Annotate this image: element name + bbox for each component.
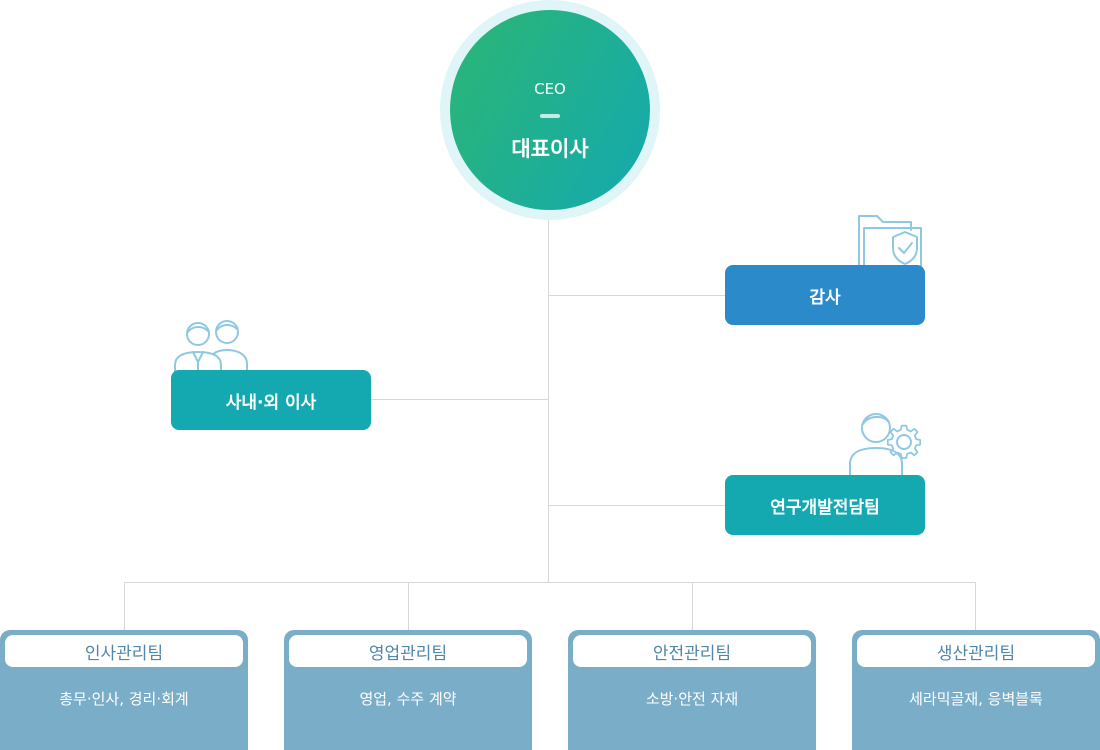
ceo-title-ko: 대표이사: [511, 137, 589, 161]
connector-team-1: [124, 582, 125, 630]
ceo-node: CEO 대표이사: [440, 0, 660, 220]
team-desc: 세라믹골재, 응벽블록: [909, 690, 1043, 708]
connector-team-2: [408, 582, 409, 630]
connector-team-3: [692, 582, 693, 630]
folder-shield-icon: [855, 210, 925, 268]
ceo-divider: [540, 114, 560, 118]
rnd-team-box[interactable]: 연구개발전담팀: [725, 475, 925, 535]
audit-label: 감사: [809, 287, 841, 308]
board-label: 사내·외 이사: [225, 392, 317, 413]
connector-team-4: [975, 582, 976, 630]
people-icon: [171, 318, 251, 372]
team-card-production[interactable]: 생산관리팀 세라믹골재, 응벽블록: [852, 630, 1100, 750]
team-desc: 총무·인사, 경리·회계: [59, 690, 189, 708]
connector-teams-bar: [124, 582, 976, 583]
team-desc: 영업, 수주 계약: [359, 690, 457, 708]
team-card-hr[interactable]: 인사관리팀 총무·인사, 경리·회계: [0, 630, 248, 750]
team-card-safety[interactable]: 안전관리팀 소방·안전 자재: [568, 630, 816, 750]
person-gear-icon: [846, 408, 928, 476]
ceo-circle: CEO 대표이사: [450, 10, 650, 210]
connector-audit: [549, 295, 725, 296]
board-of-directors-box[interactable]: 사내·외 이사: [171, 370, 371, 430]
connector-ceo-trunk: [548, 220, 549, 582]
team-card-sales[interactable]: 영업관리팀 영업, 수주 계약: [284, 630, 532, 750]
team-name: 영업관리팀: [289, 635, 527, 667]
team-name: 인사관리팀: [5, 635, 243, 667]
team-desc: 소방·안전 자재: [645, 690, 739, 708]
connector-board: [371, 399, 549, 400]
ceo-title-en: CEO: [534, 80, 566, 98]
team-name: 안전관리팀: [573, 635, 811, 667]
team-name: 생산관리팀: [857, 635, 1095, 667]
connector-rnd: [549, 505, 725, 506]
audit-box[interactable]: 감사: [725, 265, 925, 325]
rnd-label: 연구개발전담팀: [770, 497, 880, 518]
